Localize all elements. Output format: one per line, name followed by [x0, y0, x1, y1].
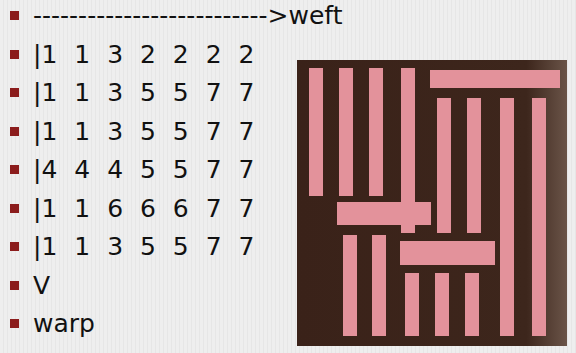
list-item: |4 4 4 5 5 7 7 — [0, 154, 254, 186]
list-text: |1 1 3 5 5 7 7 — [33, 116, 254, 148]
bullet-square — [10, 242, 19, 251]
bullet-square — [10, 88, 19, 97]
list-item: V — [0, 270, 50, 302]
bullet-square — [10, 165, 19, 174]
bullet-square — [10, 50, 19, 59]
weave-ground — [297, 60, 567, 346]
list-text: |1 1 3 5 5 7 7 — [33, 231, 254, 263]
list-item: |1 1 3 5 5 7 7 — [0, 116, 254, 148]
list-text: |1 1 3 2 2 2 2 — [33, 39, 254, 71]
list-item: |1 1 3 2 2 2 2 — [0, 39, 254, 71]
list-item: |1 1 3 5 5 7 7 — [0, 231, 254, 263]
bullet-square — [10, 127, 19, 136]
list-text: |1 1 3 5 5 7 7 — [33, 77, 254, 109]
bullet-square — [10, 319, 19, 328]
list-item: warp — [0, 308, 95, 340]
bullet-square — [10, 11, 19, 20]
list-item: |1 1 3 5 5 7 7 — [0, 77, 254, 109]
list-item: |1 1 6 6 6 7 7 — [0, 193, 254, 225]
bullet-square — [10, 281, 19, 290]
list-item: -------------------------->weft — [0, 0, 343, 32]
list-text: |4 4 4 5 5 7 7 — [33, 154, 254, 186]
weave-bars — [309, 68, 560, 336]
list-text: |1 1 6 6 6 7 7 — [33, 193, 254, 225]
list-text: V — [33, 270, 50, 302]
list-text: warp — [33, 308, 95, 340]
bullet-square — [10, 204, 19, 213]
list-text: -------------------------->weft — [33, 0, 343, 32]
